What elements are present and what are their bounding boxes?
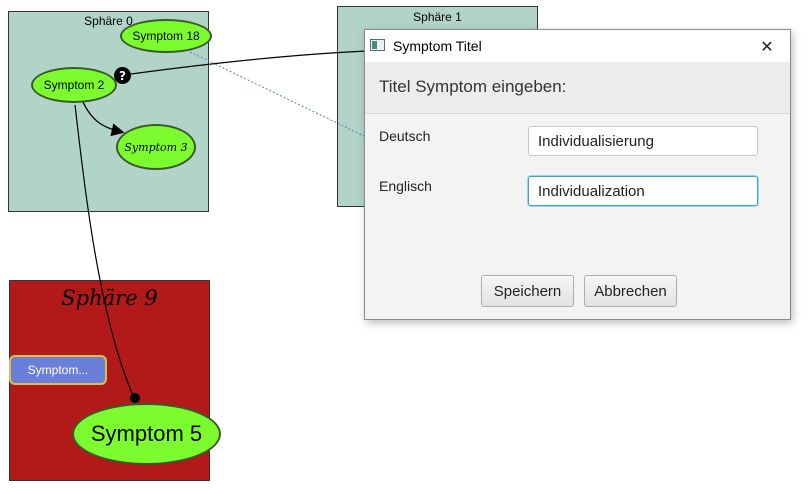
save-button[interactable]: Speichern — [481, 275, 574, 307]
node-symptom-5-label: Symptom 5 — [90, 421, 203, 446]
dialog-header-text: Titel Symptom eingeben: — [379, 77, 567, 96]
german-label: Deutsch — [379, 128, 431, 144]
node-symptom-2-label: Symptom 2 — [43, 78, 105, 92]
node-symptom-collapsed[interactable]: Symptom... — [9, 355, 107, 385]
window-icon — [370, 39, 385, 51]
close-button[interactable]: ✕ — [744, 30, 790, 62]
dialog-header: Titel Symptom eingeben: — [365, 62, 790, 114]
help-icon-glyph: ? — [119, 68, 126, 83]
english-label: Englisch — [379, 178, 432, 194]
sphere-0-title: Sphäre 0 — [84, 14, 133, 28]
node-symptom-18[interactable]: Symptom 18 — [120, 19, 212, 53]
german-title-input[interactable] — [528, 126, 758, 156]
node-symptom-3-label: Symptom 3 — [124, 140, 188, 154]
node-symptom-18-label: Symptom 18 — [132, 29, 200, 43]
close-icon: ✕ — [760, 36, 774, 56]
dialog-titlebar[interactable]: Symptom Titel ✕ — [365, 30, 790, 62]
sphere-9-title: Sphäre 9 — [61, 286, 158, 310]
node-symptom-collapsed-label: Symptom... — [27, 363, 89, 377]
sphere-1-title: Sphäre 1 — [413, 10, 462, 24]
node-symptom-2[interactable]: Symptom 2 — [31, 67, 117, 103]
dialog-title: Symptom Titel — [393, 38, 482, 54]
cancel-button[interactable]: Abbrechen — [584, 275, 677, 307]
node-symptom-3[interactable]: Symptom 3 — [116, 124, 196, 170]
help-icon[interactable]: ? — [114, 67, 131, 84]
english-title-input[interactable] — [528, 176, 758, 206]
symptom-title-dialog: Symptom Titel ✕ Titel Symptom eingeben: … — [364, 29, 791, 320]
node-symptom-5[interactable]: Symptom 5 — [72, 403, 221, 465]
